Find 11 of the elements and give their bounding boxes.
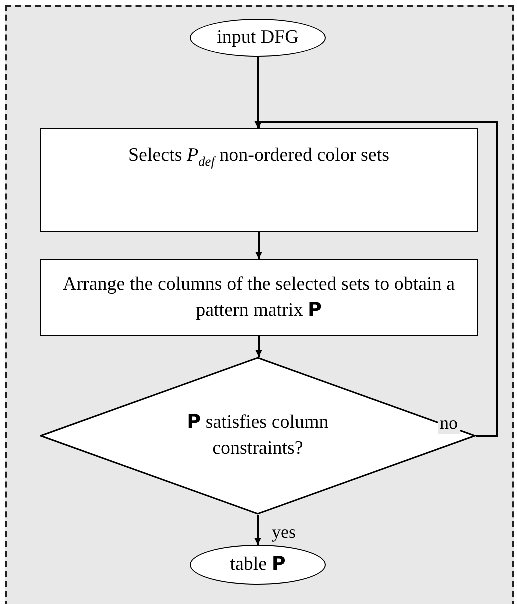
process-box — [40, 259, 478, 336]
arrow — [254, 57, 262, 128]
node-text: Arrange the columns of the selected sets to obtain a pattern matrix P — [62, 272, 456, 322]
node-text: Selects P$_{def}$ non-ordered color sets — [128, 144, 390, 171]
arrow — [256, 232, 262, 259]
node-text: P satisfies column constraints? — [186, 410, 330, 461]
node-text: table P — [230, 552, 286, 578]
arrow — [256, 336, 262, 357]
arrow — [254, 515, 262, 545]
node-text: input DFG — [217, 26, 299, 50]
process-box — [40, 128, 478, 232]
